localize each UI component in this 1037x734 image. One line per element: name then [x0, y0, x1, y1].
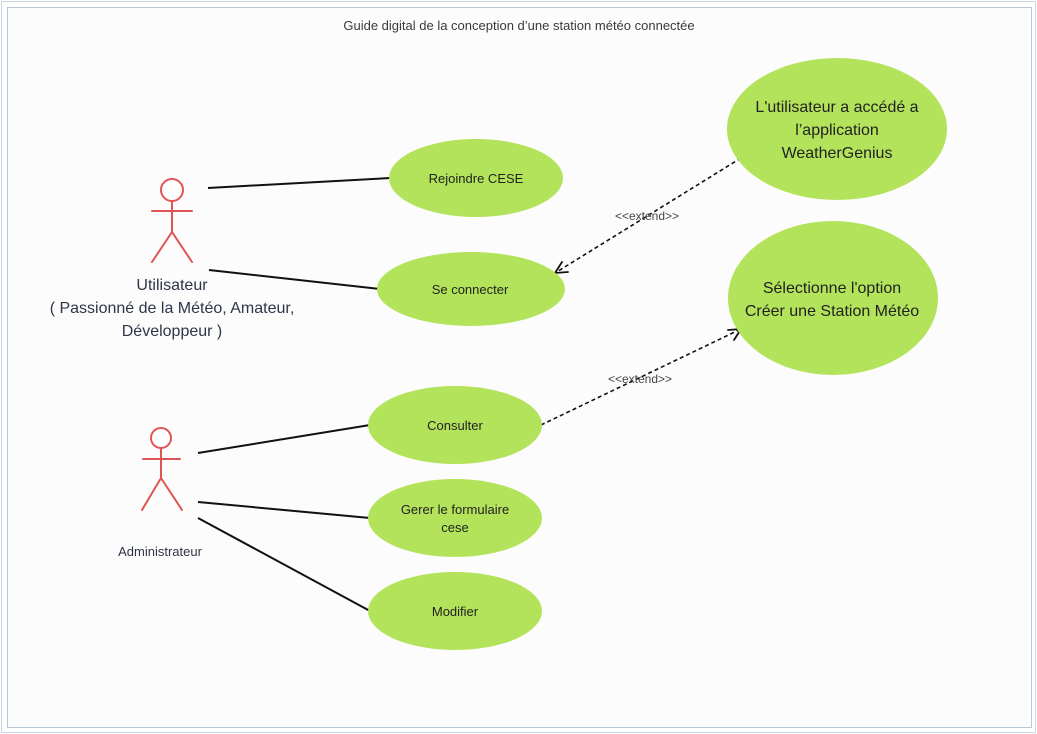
- use-case-label: Gerer le formulaire: [401, 502, 509, 517]
- diagram-title: Guide digital de la conception d’une sta…: [343, 18, 694, 33]
- use-case-gerer-formulaire[interactable]: Gerer le formulaire cese: [368, 479, 542, 557]
- use-case-acces-application[interactable]: L'utilisateur a accédé a l’application W…: [727, 58, 947, 200]
- use-case-consulter[interactable]: Consulter: [368, 386, 542, 464]
- use-case-modifier[interactable]: Modifier: [368, 572, 542, 650]
- use-case-label: Se connecter: [432, 282, 509, 297]
- association-admin-consulter: [197, 424, 371, 454]
- use-case-label: cese: [441, 520, 468, 535]
- association-user-rejoindre: [207, 177, 391, 189]
- actor-administrateur: Administrateur: [118, 427, 203, 559]
- extend-label-2: <<extend>>: [608, 372, 672, 386]
- extend-label-1: <<extend>>: [615, 209, 679, 223]
- actor-label-administrateur: Administrateur: [118, 544, 202, 559]
- extend-line-acceder-to-connecter: [554, 157, 742, 274]
- use-case-label: Consulter: [427, 418, 483, 433]
- stick-figure-icon: [141, 427, 183, 511]
- use-case-label: WeatherGenius: [782, 145, 893, 162]
- use-case-selectionne-option[interactable]: Sélectionne l'option Créer une Station M…: [728, 221, 938, 375]
- use-case-label: Modifier: [432, 604, 479, 619]
- use-case-label: L'utilisateur a accédé a: [755, 99, 918, 116]
- use-case-label: Rejoindre CESE: [429, 171, 524, 186]
- use-case-label: Créer une Station Météo: [745, 303, 919, 320]
- actor-role-line-1: ( Passionné de la Météo, Amateur,: [50, 300, 295, 317]
- association-user-connecter: [208, 269, 381, 290]
- stick-figure-icon: [151, 178, 193, 263]
- extend-line-consulter-to-selectionne: [540, 328, 742, 426]
- association-admin-modifier: [197, 517, 371, 612]
- actor-label-utilisateur: Utilisateur: [136, 277, 208, 294]
- association-admin-gerer: [197, 501, 371, 519]
- use-case-label: Sélectionne l'option: [763, 280, 901, 297]
- use-case-se-connecter[interactable]: Se connecter: [377, 252, 565, 326]
- actor-role-line-2: Développeur ): [122, 323, 223, 340]
- use-case-label: l’application: [795, 122, 879, 139]
- actor-utilisateur: Utilisateur ( Passionné de la Météo, Ama…: [50, 178, 295, 340]
- use-case-rejoindre-cese[interactable]: Rejoindre CESE: [389, 139, 563, 217]
